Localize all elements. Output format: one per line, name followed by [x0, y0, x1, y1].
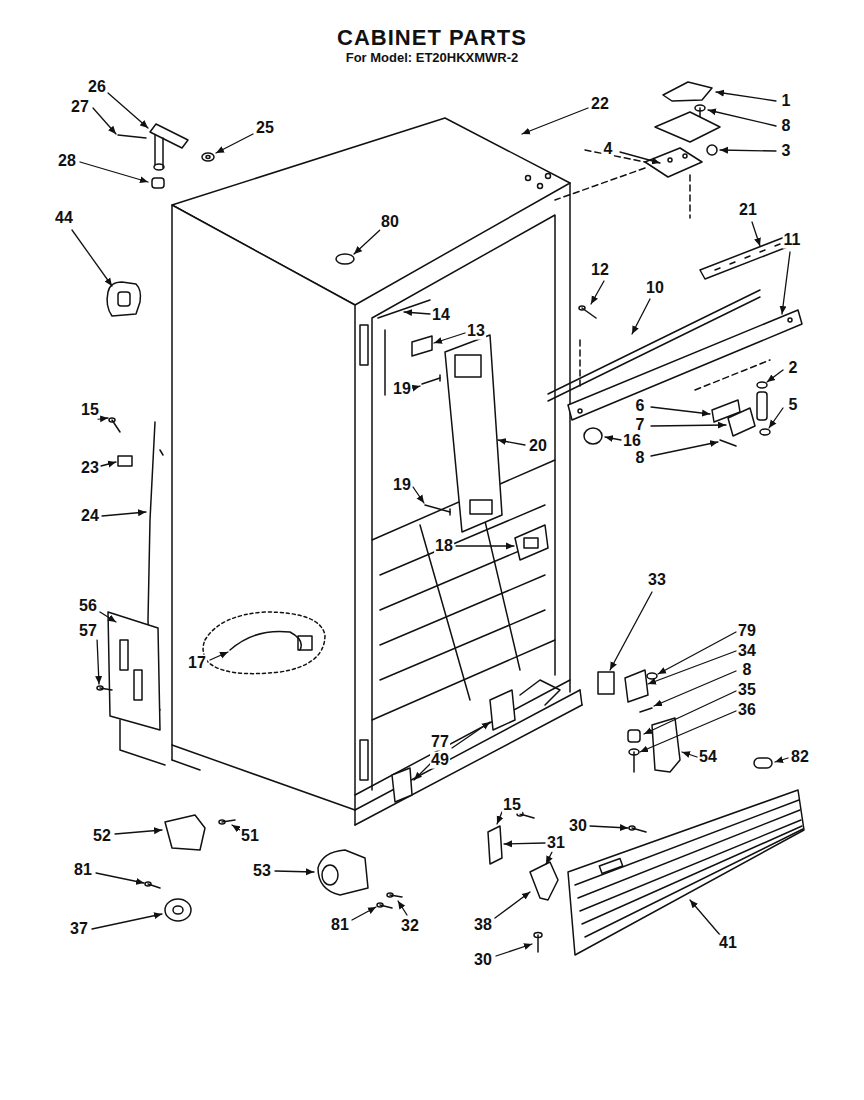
callout-number: 13 [466, 323, 486, 340]
callout-number: 23 [80, 460, 100, 477]
callout-number: 44 [54, 210, 74, 227]
mullion-bracket [422, 335, 548, 560]
lower-hinge [598, 670, 657, 772]
callout-number: 6 [635, 398, 646, 415]
callout-number: 32 [400, 918, 420, 935]
callout-number: 8 [781, 118, 792, 135]
callout-number: 56 [78, 598, 98, 615]
callout-number: 19 [392, 381, 412, 398]
callout-number: 31 [546, 835, 566, 852]
callout-number: 51 [240, 828, 260, 845]
callout-number: 30 [568, 818, 588, 835]
callout-number: 5 [788, 397, 799, 414]
callout-number: 26 [87, 79, 107, 96]
callout-number: 30 [473, 952, 493, 969]
model-subtitle: For Model: ET20HKXMWR-2 [345, 51, 520, 65]
callout-number: 8 [742, 662, 753, 679]
clip-part [107, 282, 140, 316]
callout-number: 38 [473, 917, 493, 934]
callout-number: 54 [698, 749, 718, 766]
callout-number: 24 [80, 508, 100, 525]
plug [754, 758, 772, 768]
callout-number: 10 [645, 280, 665, 297]
middle-hinge [695, 360, 770, 446]
callout-number: 33 [647, 572, 667, 589]
back-panel [97, 612, 165, 765]
callout-number: 14 [431, 307, 451, 324]
callout-number: 19 [392, 477, 412, 494]
callout-number: 41 [718, 935, 738, 952]
callout-number: 34 [737, 643, 757, 660]
callout-number: 3 [781, 143, 792, 160]
callout-number: 28 [57, 153, 77, 170]
callout-number: 37 [69, 921, 89, 938]
hinge-pin [118, 124, 214, 188]
callout-number: 49 [430, 752, 450, 769]
grille-brackets [488, 812, 646, 952]
callout-number: 18 [434, 538, 454, 555]
callout-number: 22 [590, 96, 610, 113]
top-hinge [555, 82, 720, 218]
cabinet-body [172, 118, 582, 825]
wire-part [384, 330, 386, 395]
diagram-title: CABINET PARTS [336, 26, 528, 49]
callout-number: 15 [502, 797, 522, 814]
callout-number: 16 [622, 433, 642, 450]
callout-number: 82 [790, 749, 810, 766]
callout-number: 2 [788, 360, 799, 377]
wire-part [378, 300, 430, 318]
leader-lines [72, 92, 790, 956]
callout-number: 1 [781, 93, 792, 110]
callout-number: 11 [783, 232, 802, 249]
callout-number: 35 [737, 682, 757, 699]
plug [336, 254, 354, 264]
callout-number: 17 [187, 655, 207, 672]
callout-number: 20 [528, 438, 548, 455]
bracket-part [490, 690, 515, 730]
callout-number: 21 [738, 202, 758, 219]
callout-number: 12 [590, 262, 610, 279]
callout-number: 81 [330, 917, 350, 934]
callout-number: 7 [635, 417, 646, 434]
wire-harness [203, 612, 325, 674]
door-rail [548, 235, 802, 444]
callout-number: 81 [73, 862, 93, 879]
callout-number: 53 [252, 863, 272, 880]
callout-number: 25 [255, 120, 275, 137]
retainer-part [412, 336, 432, 356]
callout-number: 27 [70, 99, 90, 116]
callout-number: 80 [380, 214, 400, 231]
callout-number: 77 [430, 734, 450, 751]
callout-number: 57 [78, 623, 98, 640]
clip-part [392, 768, 412, 802]
callout-number: 36 [737, 702, 757, 719]
callout-number: 8 [635, 450, 646, 467]
callout-number: 15 [80, 402, 100, 419]
roller-parts [145, 815, 402, 921]
callout-number: 79 [737, 623, 757, 640]
callout-number: 52 [92, 828, 112, 845]
callout-number: 4 [603, 141, 614, 158]
toe-grille [568, 790, 804, 955]
